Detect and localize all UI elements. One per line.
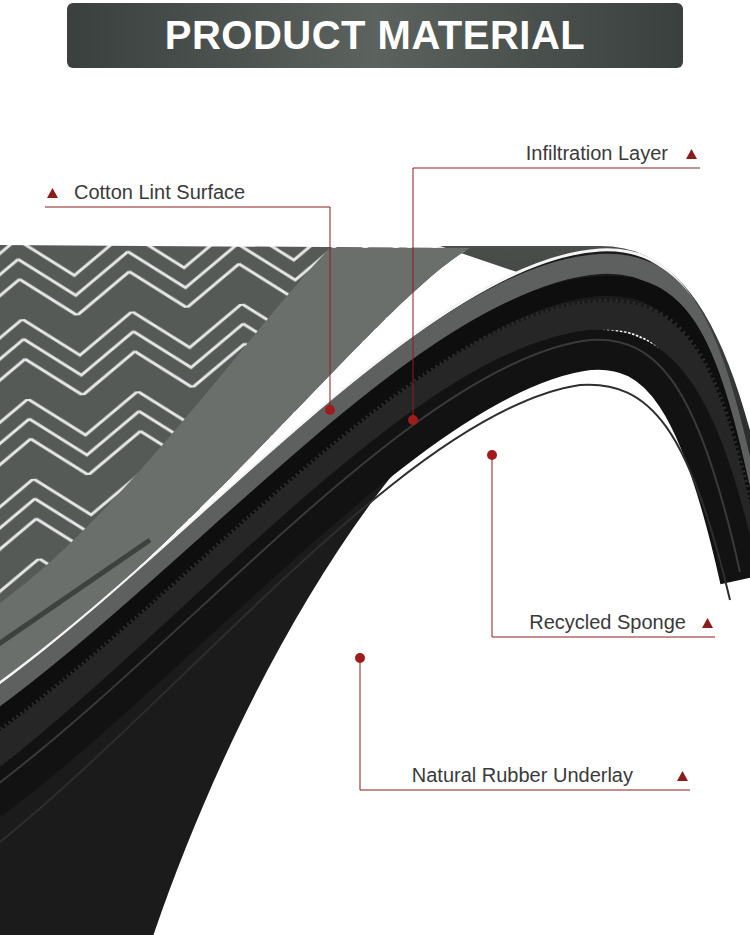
leader-dots xyxy=(325,405,497,663)
triangle-markers xyxy=(47,149,713,781)
material-label: Infiltration Layer xyxy=(524,141,670,165)
leader-lines xyxy=(45,168,715,790)
title-banner: PRODUCT MATERIAL xyxy=(67,3,683,68)
title-text: PRODUCT MATERIAL xyxy=(67,3,683,68)
material-label: Cotton Lint Surface xyxy=(72,180,247,204)
material-label: Recycled Sponge xyxy=(527,610,688,634)
material-label: Natural Rubber Underlay xyxy=(410,763,635,787)
layer-edges xyxy=(0,250,750,850)
